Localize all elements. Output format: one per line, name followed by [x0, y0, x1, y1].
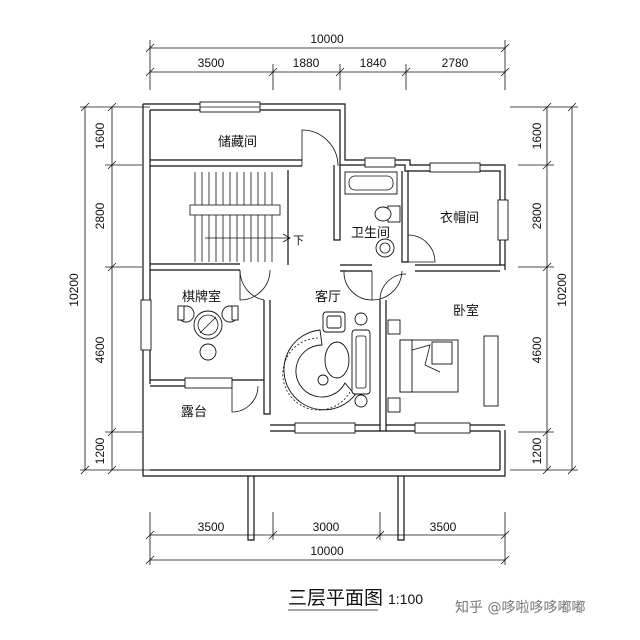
- room-living: 客厅: [315, 289, 341, 305]
- top-dim-4: 2780: [442, 56, 469, 70]
- living-furniture: [282, 311, 371, 411]
- stair-down-label: 下: [293, 234, 304, 247]
- left-dim-3: 4600: [93, 336, 107, 363]
- right-dimensions: 1600 2800 4600 1200 10200: [510, 102, 578, 475]
- plan-title: 三层平面图: [288, 587, 383, 609]
- left-dim-2: 2800: [93, 202, 107, 229]
- left-dim-4: 1200: [93, 437, 107, 464]
- bottom-dim-3: 3500: [430, 520, 457, 534]
- room-wardrobe: 衣帽间: [440, 210, 479, 226]
- right-dim-3: 4600: [530, 336, 544, 363]
- staircase: 下: [189, 172, 304, 262]
- room-bedroom: 卧室: [453, 303, 479, 319]
- walls: [142, 103, 506, 541]
- doors: [231, 129, 436, 413]
- right-dim-1: 1600: [530, 122, 544, 149]
- card-table-set: [177, 305, 239, 361]
- plan-scale: 1:100: [388, 591, 423, 607]
- watermark: 知乎 @哆啦哆哆嘟嘟: [455, 599, 585, 616]
- bottom-dimensions: 3500 3000 3500 10000: [145, 512, 510, 565]
- top-total-dim: 10000: [310, 32, 344, 46]
- bathroom-fixtures: [344, 171, 401, 258]
- left-dim-1: 1600: [93, 122, 107, 149]
- right-total-dim: 10200: [555, 273, 569, 307]
- windows: [140, 101, 509, 434]
- bottom-dim-2: 3000: [313, 520, 340, 534]
- top-dim-1: 3500: [198, 56, 225, 70]
- top-dimensions: 10000 3500 1880 1840 2780: [145, 32, 510, 90]
- room-bathroom: 卫生间: [351, 226, 390, 241]
- room-storage: 储藏间: [218, 135, 257, 150]
- left-total-dim: 10200: [67, 273, 81, 307]
- bottom-total-dim: 10000: [310, 544, 344, 558]
- room-card: 棋牌室: [182, 289, 221, 305]
- room-terrace: 露台: [181, 405, 207, 420]
- left-dimensions: 10200 1600 2800 4600 1200: [67, 102, 150, 475]
- top-dim-3: 1840: [360, 56, 387, 70]
- bedroom-furniture: [387, 319, 499, 413]
- right-dim-2: 2800: [530, 202, 544, 229]
- right-dim-4: 1200: [530, 437, 544, 464]
- bottom-dim-1: 3500: [198, 520, 225, 534]
- top-dim-2: 1880: [293, 56, 320, 70]
